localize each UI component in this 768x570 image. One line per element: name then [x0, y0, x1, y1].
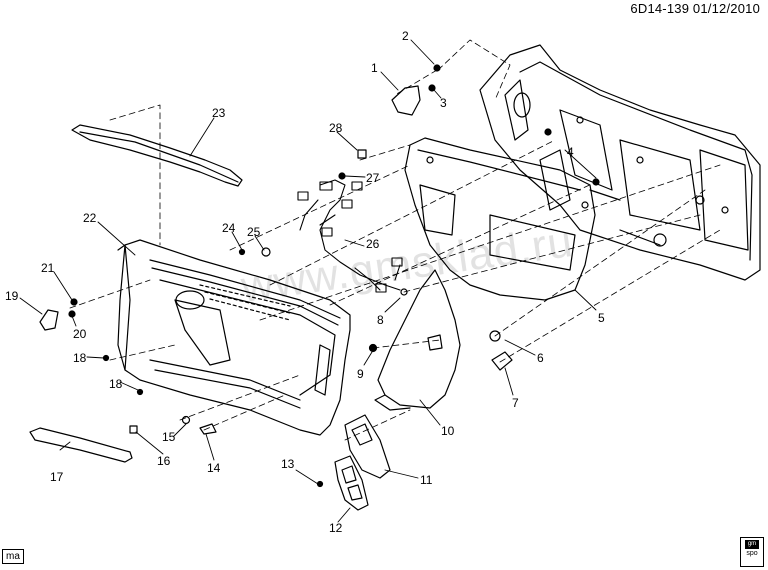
- callout-24: 24: [222, 221, 236, 235]
- door-trim-panel: [117, 239, 351, 436]
- callout-22: 22: [83, 211, 97, 225]
- wiring-harness: [297, 179, 403, 293]
- callout-10: 10: [441, 424, 455, 438]
- callout-7: 7: [512, 396, 519, 410]
- callout-18b: 18: [109, 377, 123, 391]
- callout-20: 20: [73, 327, 87, 341]
- upper-trim-molding: [71, 124, 243, 187]
- gm-spo-logo: gm spo: [740, 537, 764, 567]
- door-insulator: [374, 269, 461, 411]
- callout-19: 19: [5, 289, 19, 303]
- callout-23: 23: [212, 106, 226, 120]
- callout-25: 25: [247, 225, 261, 239]
- lower-trim-molding: [29, 427, 133, 463]
- callout-labels: 1 2 3 4 5 6 7 8 9 10 11 12 13 14 15 16 1…: [5, 29, 605, 535]
- diagram-reference: 6D14-139 01/12/2010: [630, 1, 760, 16]
- callout-6: 6: [537, 351, 544, 365]
- callout-28: 28: [329, 121, 343, 135]
- callout-27: 27: [366, 171, 380, 185]
- callout-21: 21: [41, 261, 55, 275]
- callout-3: 3: [440, 96, 447, 110]
- leader-lines: [19, 39, 597, 523]
- callout-1: 1: [371, 61, 378, 75]
- callout-18a: 18: [73, 351, 87, 365]
- water-deflector: [404, 137, 596, 301]
- callout-14: 14: [207, 461, 221, 475]
- callout-12: 12: [329, 521, 343, 535]
- switch-bezel: [344, 414, 391, 479]
- callout-2: 2: [402, 29, 409, 43]
- footer-tag: ma: [2, 549, 24, 564]
- callout-26: 26: [366, 237, 380, 251]
- callout-9: 9: [357, 367, 364, 381]
- callout-8: 8: [377, 313, 384, 327]
- callout-5: 5: [598, 311, 605, 325]
- alignment-lines: [69, 39, 721, 441]
- callout-11: 11: [420, 473, 433, 487]
- mirror-patch-cover: [391, 85, 421, 116]
- callout-4: 4: [567, 145, 574, 159]
- callout-15: 15: [162, 430, 176, 444]
- callout-16: 16: [157, 454, 171, 468]
- callout-17: 17: [50, 470, 64, 484]
- logo-top: gm: [745, 540, 759, 549]
- fasteners: [39, 64, 600, 488]
- logo-bottom: spo: [746, 550, 758, 557]
- callout-13: 13: [281, 457, 295, 471]
- door-inner-panel: [479, 44, 761, 281]
- window-switch: [334, 455, 369, 511]
